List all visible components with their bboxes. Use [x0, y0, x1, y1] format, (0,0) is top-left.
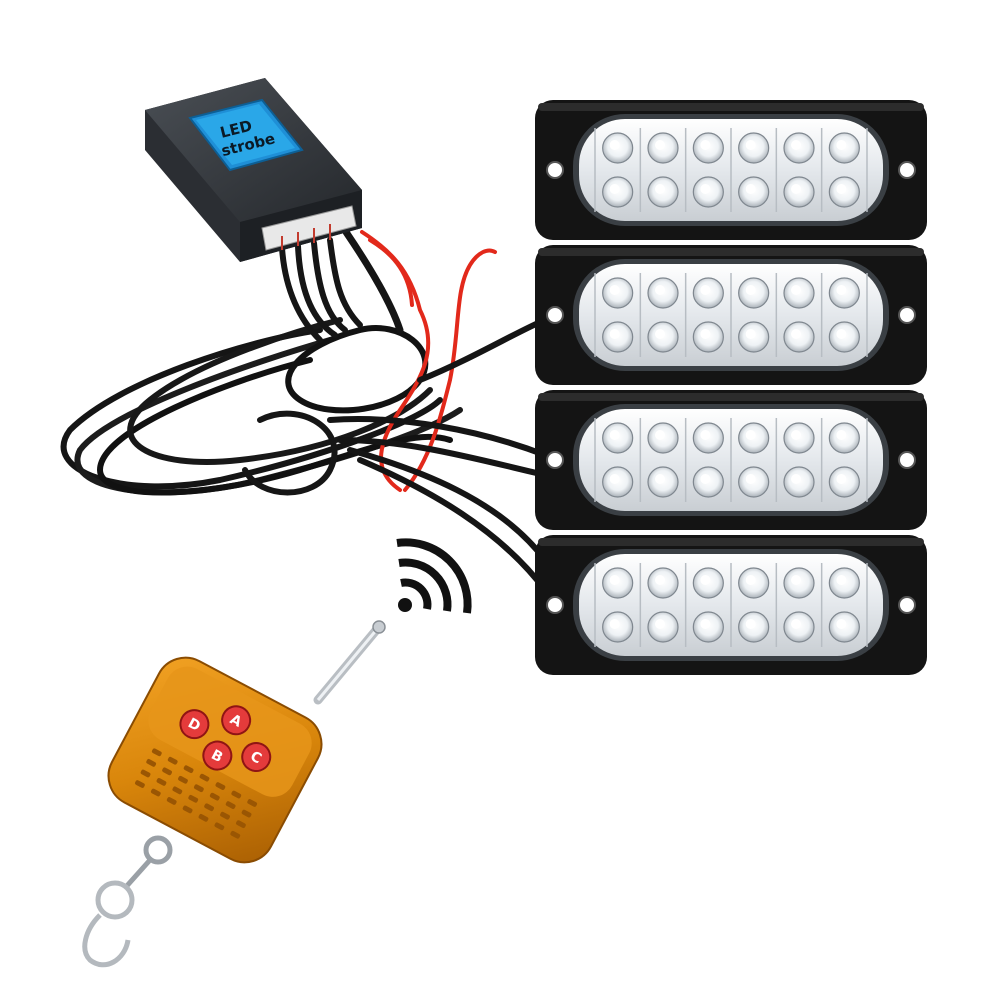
wire-to-bar-2	[417, 317, 548, 383]
mounting-hole	[546, 161, 564, 179]
remote-grip	[135, 748, 258, 839]
wire-to-bar-4b	[357, 457, 548, 593]
wire-harness	[60, 228, 548, 593]
controller-connector	[261, 205, 357, 251]
wire-coil	[127, 317, 433, 465]
mounting-hole	[898, 306, 916, 324]
controller-label-inner	[196, 104, 295, 165]
wire-coil	[285, 325, 429, 414]
wire	[279, 245, 323, 343]
wire-coil	[242, 410, 338, 496]
light-bar	[535, 245, 927, 385]
wire	[311, 240, 348, 333]
light-bars	[535, 100, 927, 675]
wire	[327, 237, 363, 328]
wire-red	[368, 238, 414, 307]
light-bar	[535, 390, 927, 530]
remote-button-c[interactable]: C	[237, 738, 275, 776]
wire-coil	[96, 357, 453, 496]
wire-to-bar-3	[327, 416, 548, 458]
wire	[295, 243, 338, 338]
strobe-controller: LED strobe	[145, 78, 362, 262]
remote-button-b[interactable]: B	[198, 737, 236, 775]
mounting-hole	[546, 306, 564, 324]
wireless-signal-icon	[396, 538, 472, 614]
light-bar	[535, 100, 927, 240]
wire	[342, 228, 404, 334]
mounting-hole	[898, 596, 916, 614]
mounting-hole	[898, 451, 916, 469]
keyring-icon	[82, 835, 173, 968]
mounting-hole	[898, 161, 916, 179]
remote-antenna	[313, 620, 386, 705]
wire-to-bar-4	[347, 447, 548, 563]
wire-to-bar-3b	[337, 437, 548, 478]
remote-button-a[interactable]: A	[217, 701, 255, 739]
remote-button-d[interactable]: D	[175, 705, 213, 743]
light-bar	[535, 535, 927, 675]
mounting-hole	[546, 451, 564, 469]
mounting-hole	[546, 596, 564, 614]
